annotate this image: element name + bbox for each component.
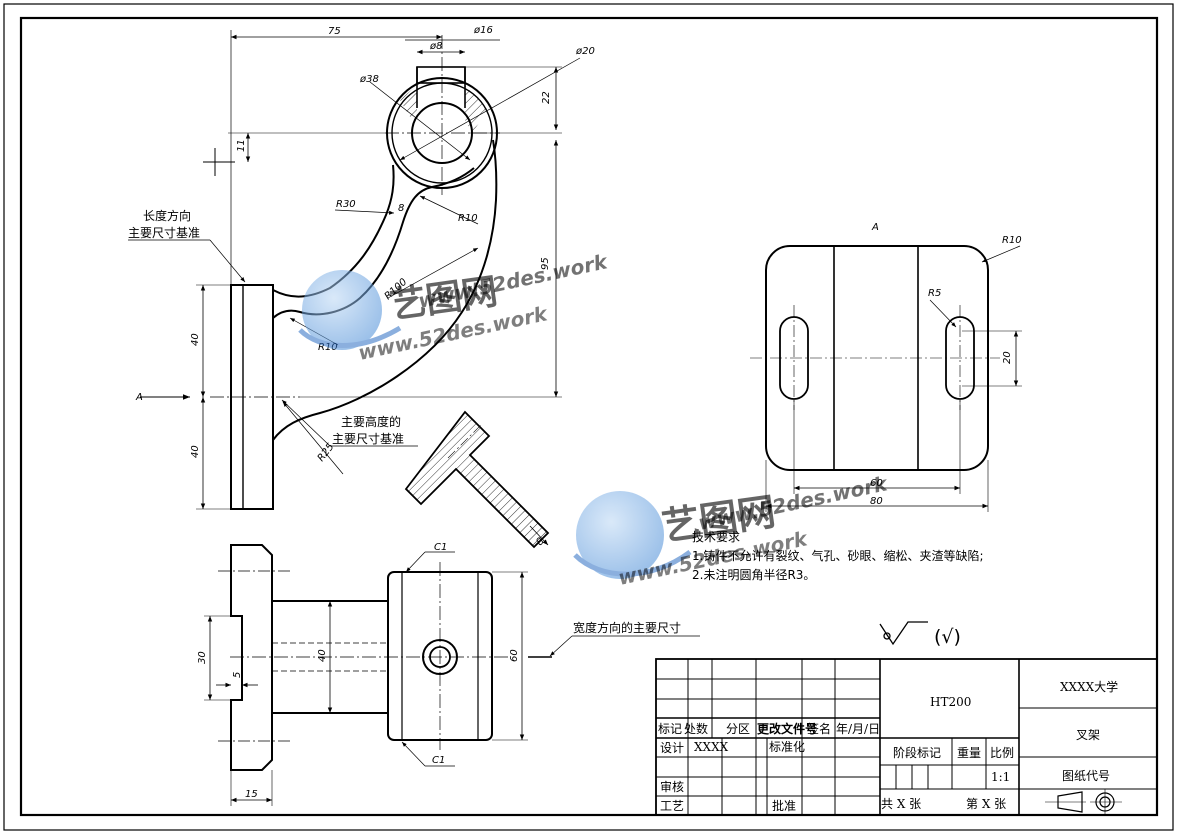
dim-r10a: R10: [458, 213, 478, 224]
height-datum-label-1: 主要高度的: [341, 414, 401, 429]
section-dim-8: 8: [534, 536, 546, 548]
section-outline: [404, 410, 550, 549]
tb-total-sheets: 共 X 张: [881, 797, 921, 811]
aux-dim-r10: R10: [1002, 235, 1022, 246]
dim-phi38: ø38: [359, 74, 379, 85]
aux-view-a: [750, 245, 1022, 512]
top-view: [204, 544, 700, 806]
dim-75: 75: [328, 26, 341, 37]
top-dim-15: 15: [245, 789, 258, 800]
front-arm-lower: [272, 139, 498, 441]
tb-h-date: 年/月/日: [836, 722, 880, 736]
tb-r-approve: 批准: [772, 798, 796, 813]
title-block: [655, 658, 1158, 816]
tb-drawing-code: 图纸代号: [1062, 769, 1110, 783]
dim-8: 8: [398, 203, 404, 214]
inner-border: [19, 16, 1159, 817]
dim-r30: R30: [336, 199, 356, 210]
dim-phi8: ø8: [429, 41, 442, 52]
tb-r-process: 工艺: [660, 799, 684, 813]
tb-weight: 重量: [957, 746, 981, 760]
roughness-mark: (√): [934, 626, 961, 648]
top-dim-c1a: C1: [434, 542, 447, 553]
watermark-2: [573, 491, 692, 579]
width-datum-label: 宽度方向的主要尺寸: [573, 620, 681, 635]
length-datum-label-1: 长度方向: [143, 208, 191, 223]
projection-symbol-icon: [1045, 789, 1122, 815]
aux-view-title: A: [871, 222, 879, 233]
removed-section: [404, 410, 550, 549]
notes-title: 技术要求: [692, 530, 740, 544]
aux-dim-20: 20: [1002, 351, 1013, 364]
front-view: [128, 30, 581, 510]
top-dim-60: 60: [509, 649, 520, 662]
dim-40a: 40: [190, 333, 201, 346]
tb-sheet-no: 第 X 张: [966, 797, 1006, 811]
tb-h-mark: 标记: [658, 722, 682, 736]
title-block-texts: HT200 XXXX大学 叉架 图纸代号 标记 处数 分区 更改文件号 签名 年…: [658, 679, 1118, 813]
watermark-globe-icon: [302, 270, 382, 350]
tb-part-name: 叉架: [1076, 728, 1100, 742]
aux-dim-80: 80: [870, 496, 883, 507]
tb-h-doc: 更改文件号: [757, 721, 817, 736]
tb-scale: 1:1: [991, 770, 1010, 784]
top-dim-5: 5: [232, 672, 243, 678]
watermark-globe-icon-2: [576, 491, 664, 579]
dim-95: 95: [540, 257, 551, 270]
top-dim-40: 40: [317, 649, 328, 662]
tb-r-std: 标准化: [769, 740, 805, 754]
tb-r-review: 审核: [660, 779, 684, 794]
tb-h-zone: 分区: [726, 722, 750, 736]
height-datum-label-2: 主要尺寸基准: [332, 432, 404, 446]
watermark-1: [298, 270, 402, 350]
top-base-outline: [230, 544, 273, 771]
dim-40b: 40: [190, 445, 201, 458]
notes-line-1: 1.铸件不允许有裂纹、气孔、砂眼、缩松、夹渣等缺陷;: [692, 548, 984, 563]
tb-scale-header: 比例: [990, 746, 1014, 760]
dim-22: 22: [541, 91, 552, 104]
roughness-symbol: [879, 621, 928, 646]
aux-dim-r5: R5: [928, 288, 941, 299]
dim-11: 11: [236, 139, 247, 152]
aux-view-texts: A R10 R5 20 60 80: [870, 222, 1022, 507]
tb-designer: XXXX: [694, 740, 729, 754]
tb-school: XXXX大学: [1060, 679, 1118, 694]
tb-material: HT200: [930, 695, 971, 709]
notes-line-2: 2.未注明圆角半径R3。: [692, 567, 815, 582]
tb-h-count: 处数: [684, 721, 708, 736]
top-dim-c1b: C1: [432, 755, 445, 766]
aux-dim-60: 60: [870, 478, 883, 489]
top-dim-30: 30: [197, 651, 208, 664]
tb-r-design: 设计: [660, 741, 684, 755]
technical-notes: 技术要求 1.铸件不允许有裂纹、气孔、砂眼、缩松、夹渣等缺陷; 2.未注明圆角半…: [692, 530, 984, 582]
tb-stage: 阶段标记: [893, 745, 941, 760]
dim-phi20: ø20: [575, 46, 595, 57]
view-a-arrow-label: A: [135, 392, 143, 403]
dim-phi16: ø16: [473, 25, 493, 36]
outer-border: [3, 3, 1174, 831]
length-datum-label-2: 主要尺寸基准: [128, 226, 200, 240]
dim-r10b: R10: [318, 342, 338, 353]
tb-h-sign: 签名: [807, 721, 831, 736]
top-view-texts: C1 C1 30 5 40 60 15 宽度方向的主要尺寸: [197, 542, 681, 800]
